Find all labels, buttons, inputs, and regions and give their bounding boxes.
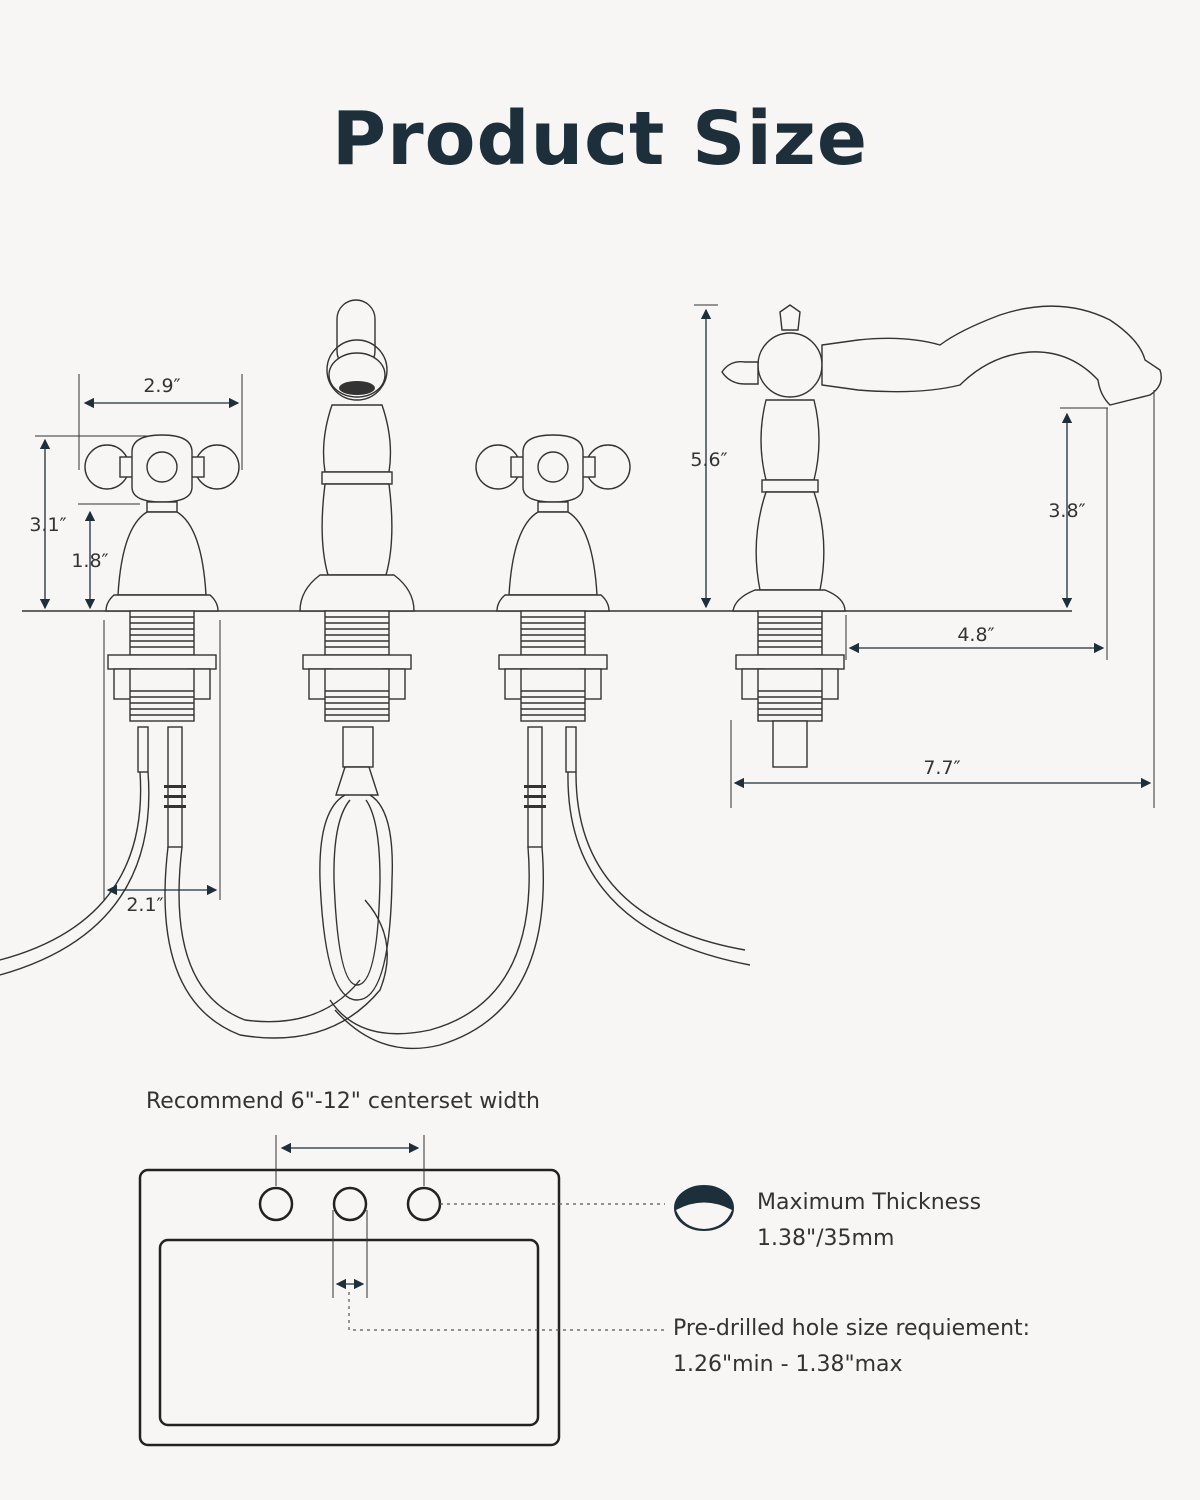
hole-size-title: Pre-drilled hole size requiement:	[673, 1316, 1030, 1341]
right-handle-drawing	[329, 434, 751, 1050]
page-title: Product Size	[331, 96, 869, 182]
dim-handle-base-height: 1.8″	[71, 550, 108, 572]
faucet-hole-right	[406, 1186, 442, 1222]
dim-spout-reach: 4.8″	[957, 624, 994, 646]
thickness-icon	[674, 1185, 734, 1231]
dim-spout-clearance: 3.8″	[1048, 500, 1085, 522]
faucet-hole-center	[332, 1186, 368, 1222]
faucet-hole-left	[258, 1186, 294, 1222]
dimension-lines	[35, 304, 1155, 900]
dim-handle-height: 3.1″	[29, 514, 66, 536]
dim-faucet-height: 5.6″	[690, 449, 727, 471]
side-view-faucet-drawing	[721, 304, 1162, 768]
thickness-value: 1.38"/35mm	[757, 1226, 894, 1251]
thickness-title: Maximum Thickness	[757, 1190, 981, 1215]
dim-base-width: 2.1″	[126, 894, 163, 916]
centerset-note: Recommend 6"-12" centerset width	[146, 1089, 540, 1114]
sink-top-view	[138, 1135, 665, 1447]
hole-size-value: 1.26"min - 1.38"max	[673, 1352, 903, 1377]
center-spout-drawing	[299, 299, 415, 1001]
dim-total-depth: 7.7″	[923, 757, 960, 779]
dim-handle-width: 2.9″	[143, 375, 180, 397]
